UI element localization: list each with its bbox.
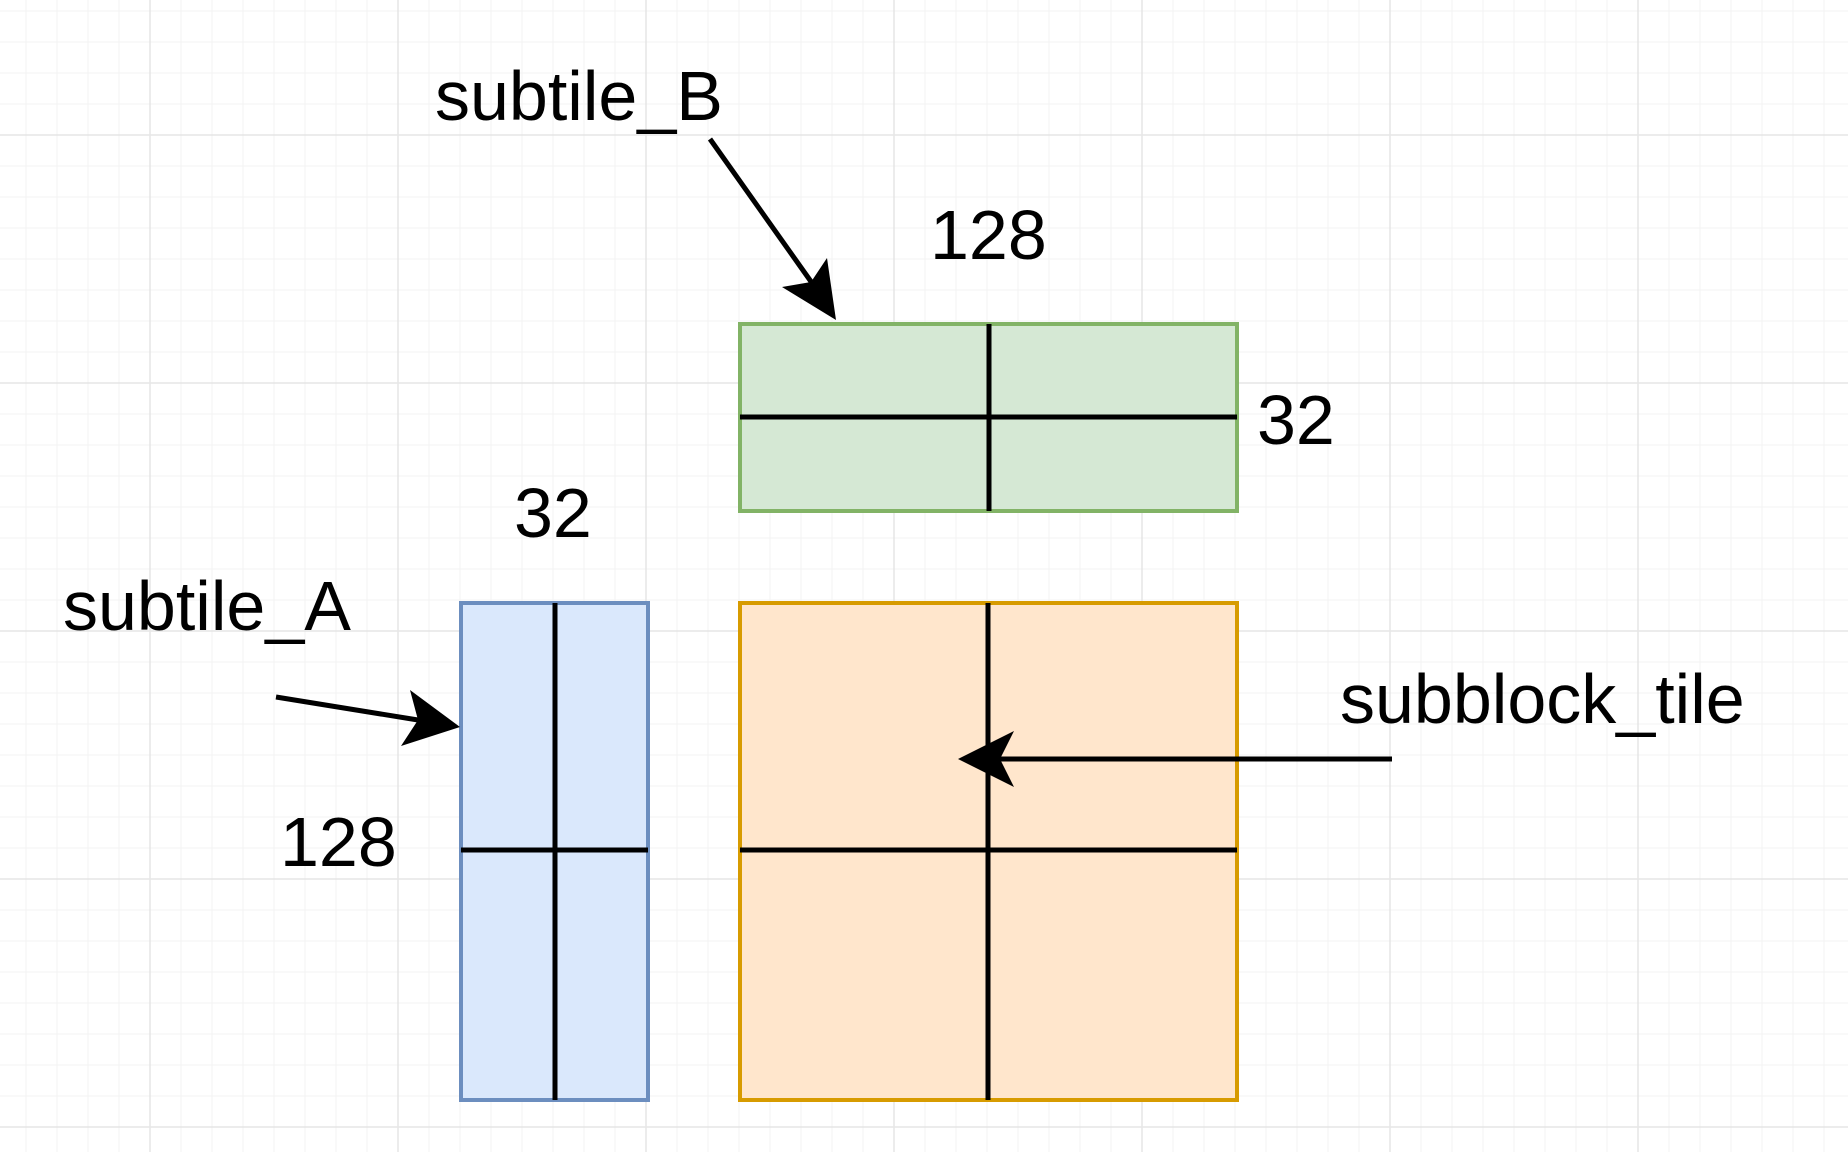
arrowhead-subtile-a <box>401 690 460 746</box>
subblock-tile-block <box>738 601 1239 1102</box>
arrowhead-subtile-b <box>782 258 836 320</box>
arrow-subtile-a <box>275 690 460 746</box>
subtile-b-block <box>738 322 1239 513</box>
arrow-subblock-tile <box>958 731 1392 787</box>
subtile-b-label: subtile_B <box>435 57 723 135</box>
subtile-a-block <box>459 601 650 1102</box>
arrow-subtile-b <box>707 137 836 320</box>
subtile-a-label: subtile_A <box>63 567 351 645</box>
subtile-a-height-label: 128 <box>280 803 397 881</box>
subtile-b-width-label: 128 <box>930 196 1047 274</box>
subtile-b-height-label: 32 <box>1257 381 1335 459</box>
subblock-tile-label: subblock_tile <box>1340 660 1745 738</box>
subtile-a-width-label: 32 <box>514 474 592 552</box>
arrowhead-subblock-tile <box>958 731 1014 787</box>
